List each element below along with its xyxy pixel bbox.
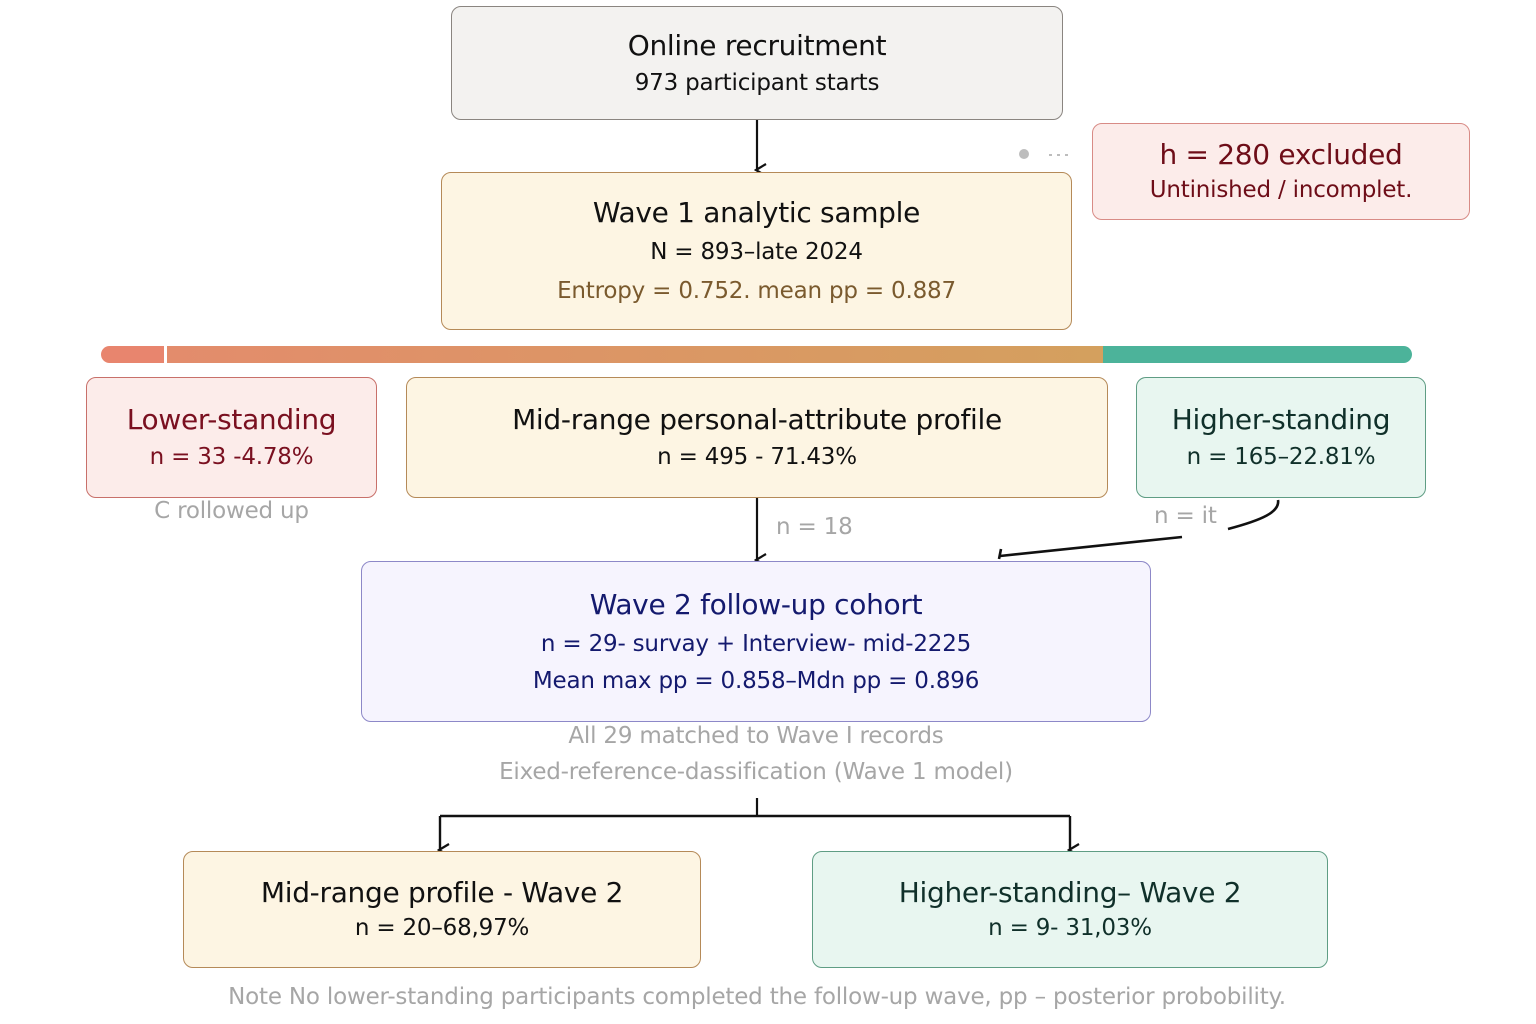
recruitment-subtitle: 973 participant starts (634, 69, 880, 96)
wave2-higher-standing-title: Higher-standing– Wave 2 (898, 876, 1242, 909)
wave1-stats: Entropy = 0.752. mean pp = 0.887 (557, 278, 956, 304)
lower-standing-box: Lower-standing n = 33 -4.78% (86, 377, 377, 498)
wave2-note-classification: Eixed-reference-dassification (Wave 1 mo… (499, 759, 1013, 785)
higher-standing-title: Higher-standing (1171, 403, 1391, 436)
excluded-subtitle: Untinished / incomplet. (1149, 177, 1413, 203)
lower-standing-note: C rollowed up (154, 498, 309, 524)
mid-range-count: n = 495 - 71.43% (657, 444, 857, 470)
footnote: Note No lower-standing participants comp… (228, 984, 1286, 1010)
wave2-stats: Mean max pp = 0.858–Mdn pp = 0.896 (532, 667, 980, 694)
mid-range-title: Mid-range personal-attribute profile (512, 403, 1002, 436)
excluded-box: h = 280 excluded Untinished / incomplet. (1092, 123, 1470, 220)
profile-bar-mid (167, 346, 1103, 363)
higher-standing-flow-label: n = it (1154, 503, 1217, 529)
excluded-title: h = 280 excluded (1159, 138, 1403, 171)
recruitment-title: Online recruitment (627, 28, 887, 62)
wave2-title: Wave 2 follow-up cohort (589, 587, 923, 621)
wave2-mid-range-count: n = 20–68,97% (354, 915, 530, 941)
wave1-title: Wave 1 analytic sample (592, 196, 921, 229)
wave2-note-matched: All 29 matched to Wave I records (568, 723, 944, 749)
lower-standing-title: Lower-standing (126, 403, 337, 436)
profile-bar-lower (101, 346, 164, 363)
mid-range-box: Mid-range personal-attribute profile n =… (406, 377, 1108, 498)
higher-standing-box: Higher-standing n = 165–22.81% (1136, 377, 1426, 498)
recruitment-box: Online recruitment 973 participant start… (451, 6, 1063, 120)
wave1-subtitle: N = 893–late 2024 (650, 239, 863, 265)
wave2-mid-range-title: Mid-range profile - Wave 2 (260, 876, 624, 909)
wave2-higher-standing-box: Higher-standing– Wave 2 n = 9- 31,03% (812, 851, 1328, 968)
lower-standing-count: n = 33 -4.78% (149, 444, 314, 470)
mid-range-flow-label: n = 18 (776, 514, 853, 540)
wave2-cohort-box: Wave 2 follow-up cohort n = 29- survay +… (361, 561, 1151, 722)
wave1-box: Wave 1 analytic sample N = 893–late 2024… (441, 172, 1072, 330)
higher-standing-count: n = 165–22.81% (1186, 444, 1376, 470)
profile-bar-higher (1103, 346, 1412, 363)
wave2-mid-range-box: Mid-range profile - Wave 2 n = 20–68,97% (183, 851, 701, 968)
wave2-higher-standing-count: n = 9- 31,03% (988, 915, 1152, 941)
wave2-subtitle: n = 29- survay + Interview- mid-2225 (540, 630, 972, 657)
